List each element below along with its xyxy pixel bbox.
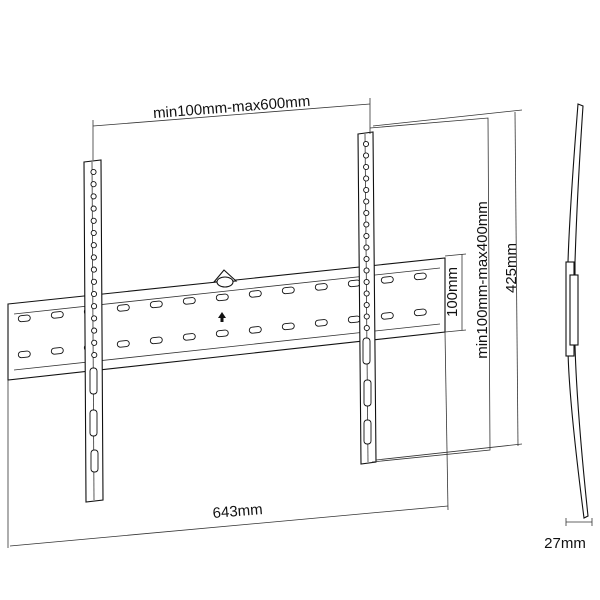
arm-hole — [363, 324, 370, 332]
arm-hole — [363, 175, 370, 182]
arm-hole — [363, 232, 370, 240]
plate-slot — [149, 300, 163, 309]
arm-hole — [363, 163, 370, 171]
right-arm-holes — [362, 140, 370, 332]
arm-hole — [90, 242, 97, 249]
arm-hole — [90, 254, 97, 261]
plate-slot — [347, 279, 361, 288]
plate-slot — [50, 311, 64, 319]
plate-slots — [17, 272, 427, 359]
left-vertical-arm — [83, 159, 104, 503]
arm-hole — [91, 315, 98, 322]
plate-slot — [413, 272, 427, 281]
plate-slot — [248, 290, 262, 298]
arm-hole — [90, 229, 97, 237]
arm-hole — [91, 327, 98, 334]
arm-hole — [90, 217, 97, 224]
arm-hole — [363, 313, 370, 320]
dimension-lines — [7, 98, 523, 548]
plate-slot — [116, 304, 130, 312]
spirit-level-icon — [212, 269, 238, 288]
up-arrow-icon — [218, 312, 226, 322]
width-total-label: 643mm — [212, 501, 263, 522]
height-total-label: 425mm — [503, 243, 520, 293]
arm-hole — [90, 278, 97, 285]
arm-hole — [362, 140, 370, 148]
arm-hole — [362, 152, 370, 159]
plate-slot — [182, 333, 196, 341]
side-profile — [565, 103, 593, 526]
plate-slot — [380, 312, 394, 320]
plate-slot — [116, 340, 130, 348]
plate-slot — [248, 326, 262, 334]
arm-hole — [363, 221, 370, 228]
height-range-label: min100mm-max400mm — [474, 201, 491, 359]
plate-slot — [149, 336, 163, 345]
arm-hole — [91, 351, 98, 359]
plate-slot — [50, 347, 64, 355]
plate-slot — [215, 293, 229, 302]
arm-hole — [363, 209, 370, 217]
arm-hole — [363, 244, 370, 251]
arm-hole — [363, 255, 370, 263]
plate-slot — [17, 314, 31, 323]
width-range-label: min100mm-max600mm — [152, 93, 310, 122]
arm-hole — [90, 181, 97, 188]
depth-label: 27mm — [544, 535, 586, 552]
arm-hole — [90, 290, 98, 298]
arm-hole — [90, 266, 97, 273]
wall-plate — [7, 257, 446, 381]
arm-hole — [363, 267, 370, 274]
arm-hole — [91, 303, 98, 310]
plate-slot — [413, 308, 427, 317]
arm-hole — [90, 193, 97, 200]
arm-hole — [363, 290, 370, 297]
arm-hole — [91, 339, 98, 346]
arm-hole — [90, 205, 97, 212]
left-arm-holes — [90, 168, 98, 359]
rail-height-label: 100mm — [444, 267, 461, 317]
arm-hole — [363, 301, 370, 309]
arm-hole — [363, 186, 370, 194]
plate-slot — [314, 283, 328, 291]
plate-slot — [314, 319, 328, 327]
arm-hole — [363, 278, 370, 286]
plate-slot — [182, 297, 196, 305]
plate-slot — [17, 350, 31, 359]
plate-slot — [347, 315, 361, 324]
arm-hole — [363, 198, 370, 205]
arm-hole — [90, 168, 97, 176]
plate-slot — [281, 286, 295, 295]
right-vertical-arm — [357, 131, 377, 465]
plate-slot — [281, 322, 295, 331]
plate-slot — [380, 276, 394, 284]
plate-slot — [215, 329, 229, 338]
